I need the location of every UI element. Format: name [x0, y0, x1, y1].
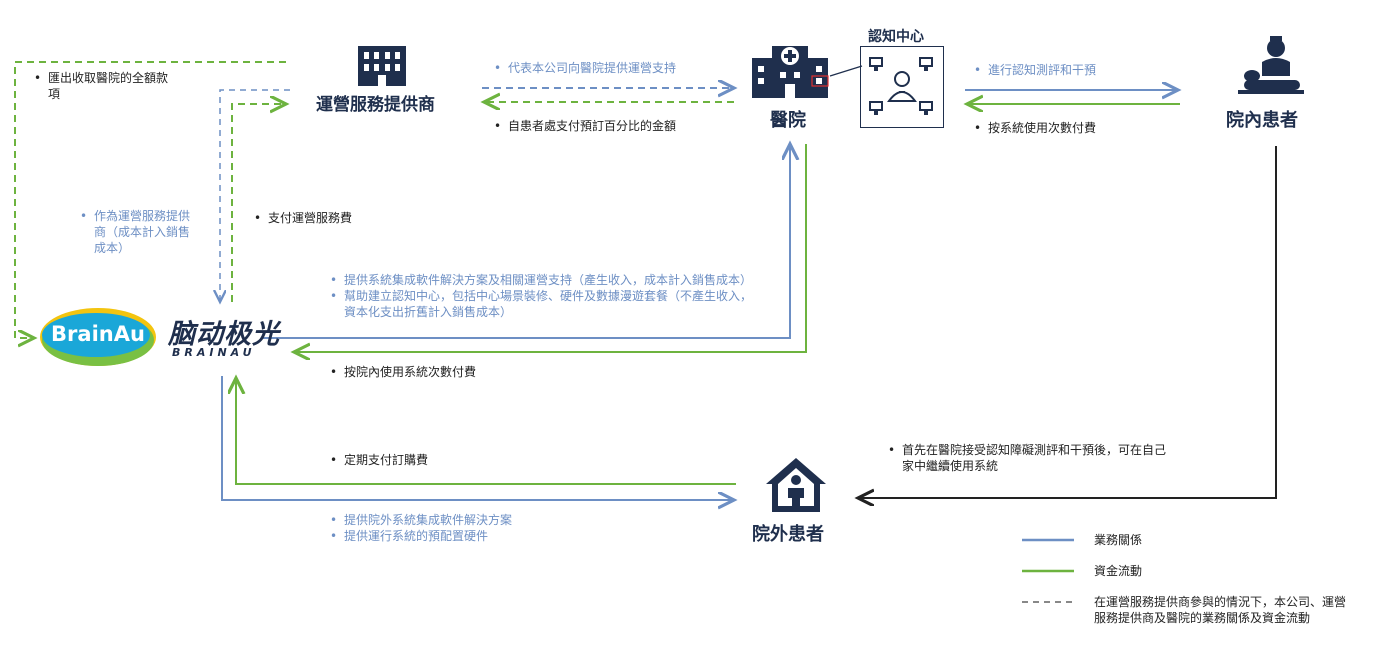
hospital-icon [752, 46, 829, 98]
label-remit: •匯出收取醫院的全額款 項 [34, 71, 169, 101]
label-pay-inhospital: •按院內使用系統次數付費 [330, 365, 477, 379]
building-icon [358, 46, 406, 86]
outpatient-title: 院外患者 [752, 524, 824, 545]
label-cost: •作為運營服務提供 商（成本計入銷售 成本） [80, 209, 191, 255]
label-outside: •提供院外系統集成軟件解決方案 •提供運行系統的預配置硬件 [330, 513, 513, 543]
label-on-behalf: •代表本公司向醫院提供運營支持 [494, 61, 677, 75]
label-pay-usage: •按系統使用次數付費 [974, 121, 1097, 135]
label-percent: •自患者處支付預訂百分比的金額 [494, 119, 677, 133]
brainau-logo [40, 308, 156, 366]
inpatient-node[interactable]: 院內患者 [1226, 36, 1316, 132]
patient-bed-icon [1238, 36, 1304, 94]
cognitive-center-box[interactable] [860, 46, 944, 128]
computer-network-icon [869, 57, 933, 115]
operator-title: 運營服務提供商 [316, 95, 435, 115]
label-subscription: •定期支付訂購費 [330, 453, 429, 467]
label-pay-service: •支付運營服務費 [254, 211, 353, 225]
brand-name-en: BRAINAU [172, 346, 256, 359]
legend-dashed: 在運營服務提供商參與的情況下，本公司、運營 服務提供商及醫院的業務關係及資金流動 [1094, 595, 1347, 625]
inpatient-title: 院內患者 [1226, 110, 1298, 131]
company-brand[interactable]: BrainAu 脑动极光 BRAINAU [38, 306, 298, 372]
hospital-title: 醫院 [770, 110, 806, 131]
label-assess: •進行認知測評和干預 [974, 63, 1097, 77]
outpatient-node[interactable]: 院外患者 [750, 456, 846, 546]
brand-name-cn: 脑动极光 [168, 319, 280, 350]
cognitive-center-title: 認知中心 [868, 29, 924, 45]
brainau-logo-text: BrainAu [51, 322, 145, 346]
operator-node[interactable]: 運營服務提供商 [316, 44, 476, 115]
house-person-icon [766, 458, 826, 512]
legend-funds: 資金流動 [1094, 564, 1143, 578]
label-provide: •提供系統集成軟件解決方案及相關運營支持（產生收入，成本計入銷售成本） •幫助建… [330, 273, 753, 319]
hospital-node[interactable]: 醫院 [748, 40, 834, 131]
legend-business: 業務關係 [1094, 533, 1143, 547]
label-home: •首先在醫院接受認知障礙測評和干預後，可在自己 家中繼續使用系統 [888, 443, 1167, 473]
